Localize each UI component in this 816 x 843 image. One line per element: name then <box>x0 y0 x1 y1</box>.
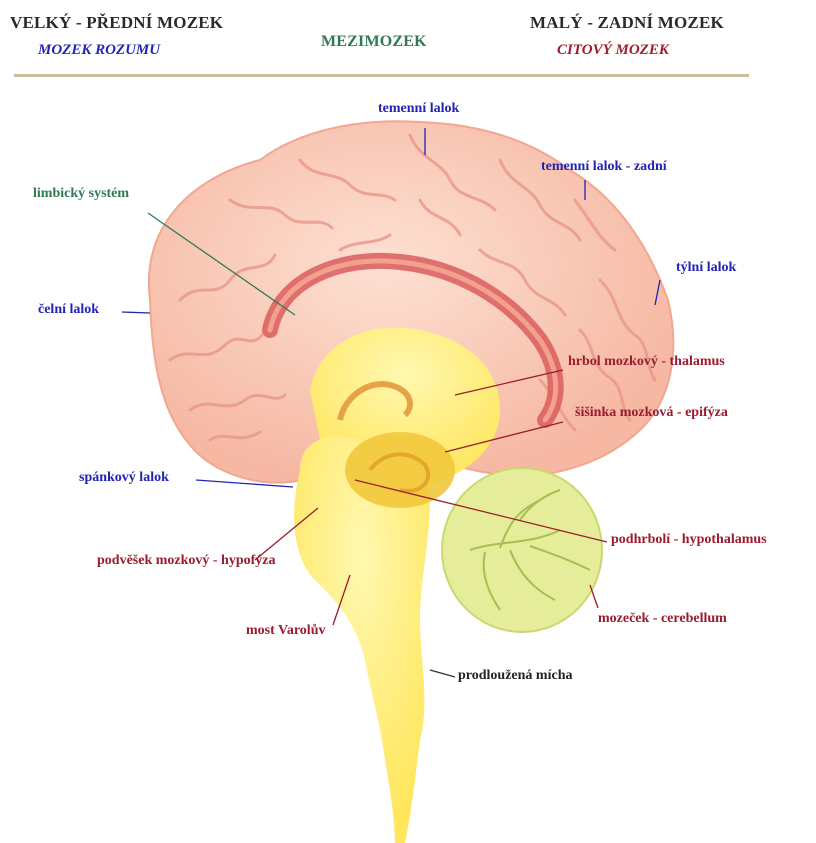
label-most-varoluv: most Varolův <box>246 623 325 639</box>
label-temenni-lalok: temenní lalok <box>378 101 459 117</box>
label-tylni-lalok: týlní lalok <box>676 260 736 276</box>
label-thalamus: hrbol mozkový - thalamus <box>568 354 725 370</box>
label-epifyza: šišinka mozková - epifýza <box>575 405 728 421</box>
label-prodlouzena-micha: prodloužená mícha <box>458 668 572 684</box>
label-hypofyza: podvěšek mozkový - hypofýza <box>97 553 276 569</box>
label-cerebellum: mozeček - cerebellum <box>598 611 727 627</box>
label-limbicky-system: limbický systém <box>33 186 129 202</box>
label-hypothalamus: podhrbolí - hypothalamus <box>611 532 767 548</box>
cerebellum <box>442 468 602 632</box>
label-temenni-lalok-zadni: temenní lalok - zadní <box>541 159 667 175</box>
thalamus <box>345 432 455 508</box>
label-celni-lalok: čelní lalok <box>38 302 99 318</box>
label-spankovy-lalok: spánkový lalok <box>79 470 169 486</box>
